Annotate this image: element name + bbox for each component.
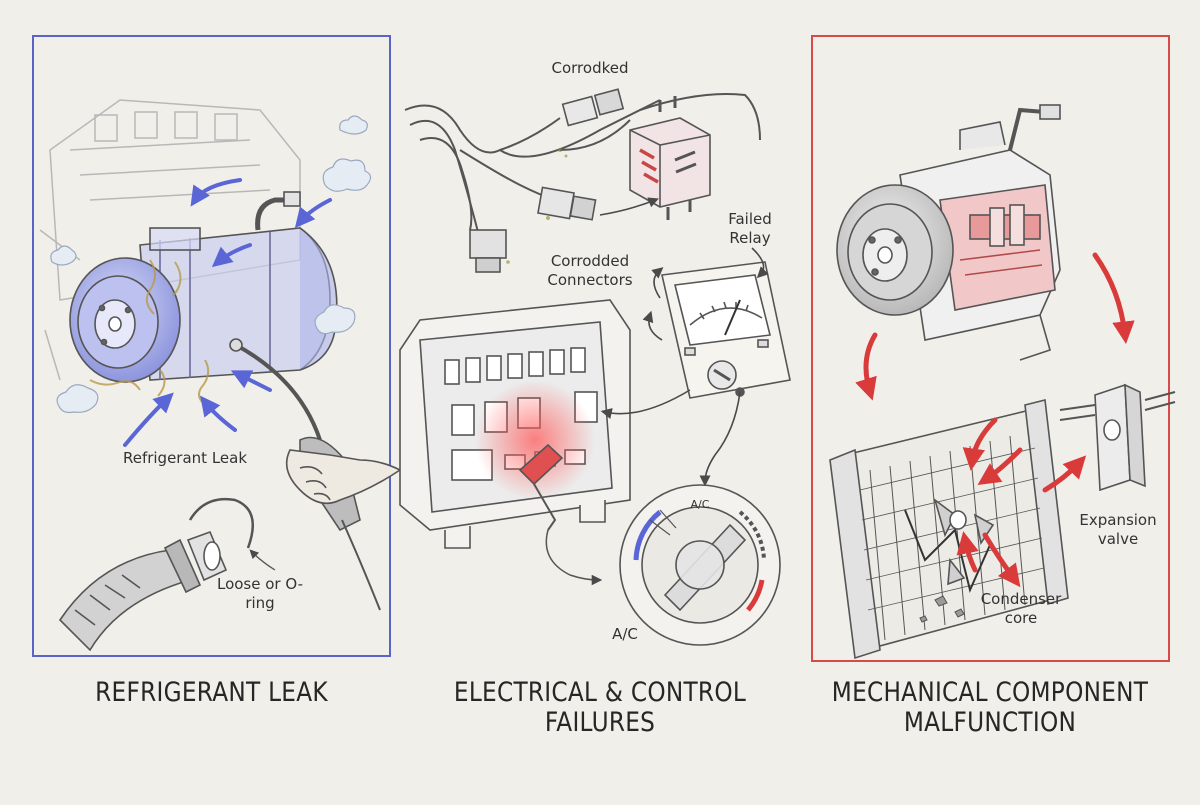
- vapor-clouds: [50, 115, 372, 414]
- corroded-connectors-label: Corrodded Connectors: [547, 252, 633, 289]
- test-probe: [518, 443, 603, 586]
- corroded-top-label: Corrodked: [551, 59, 629, 77]
- oil-residue: [89, 259, 210, 407]
- leak-panel-title: REFRIGERANT LEAK: [95, 677, 328, 708]
- dial-ac-marking: A/C: [690, 498, 710, 511]
- meter-leads: [600, 247, 769, 487]
- connector-to-relay-arrow: [599, 197, 659, 216]
- fault-glow: [475, 380, 595, 500]
- loose-oring-label: Loose or O-ring: [216, 575, 303, 612]
- loose-fitting: [58, 497, 276, 652]
- ac-control-dial: [619, 484, 781, 646]
- refrigerant-leak-label: Refrigerant Leak: [122, 449, 248, 467]
- mechanical-panel-title-line1: MECHANICAL COMPONENT: [831, 677, 1149, 708]
- leak-pulley: [69, 257, 181, 383]
- multimeter: [661, 261, 791, 399]
- mech-compressor: [899, 104, 1061, 361]
- leak-arrows: [123, 178, 332, 447]
- corrosion-spots: [506, 148, 568, 264]
- mechanical-panel-border: [811, 35, 1170, 662]
- condenser-core-label: Condenser core: [980, 590, 1062, 627]
- leak-panel-border: [32, 35, 391, 657]
- mechanical-panel-title-line2: MALFUNCTION: [903, 707, 1077, 738]
- mech-pulley: [836, 184, 954, 316]
- failed-relay-label: Failed Relay: [728, 210, 772, 247]
- debris: [919, 595, 965, 623]
- leak-probe-hand: [229, 338, 402, 611]
- connectors: [469, 88, 625, 273]
- failed-relay: [629, 96, 711, 220]
- ac-label: A/C: [612, 625, 638, 643]
- electrical-panel-title-line2: FAILURES: [544, 707, 656, 738]
- wiring-harness: [404, 93, 761, 241]
- expansion-valve: [1059, 383, 1176, 492]
- failure-arrows: [855, 252, 1135, 588]
- expansion-valve-label: Expansion valve: [1079, 511, 1157, 548]
- electrical-panel-title-line1: ELECTRICAL & CONTROL: [453, 677, 747, 708]
